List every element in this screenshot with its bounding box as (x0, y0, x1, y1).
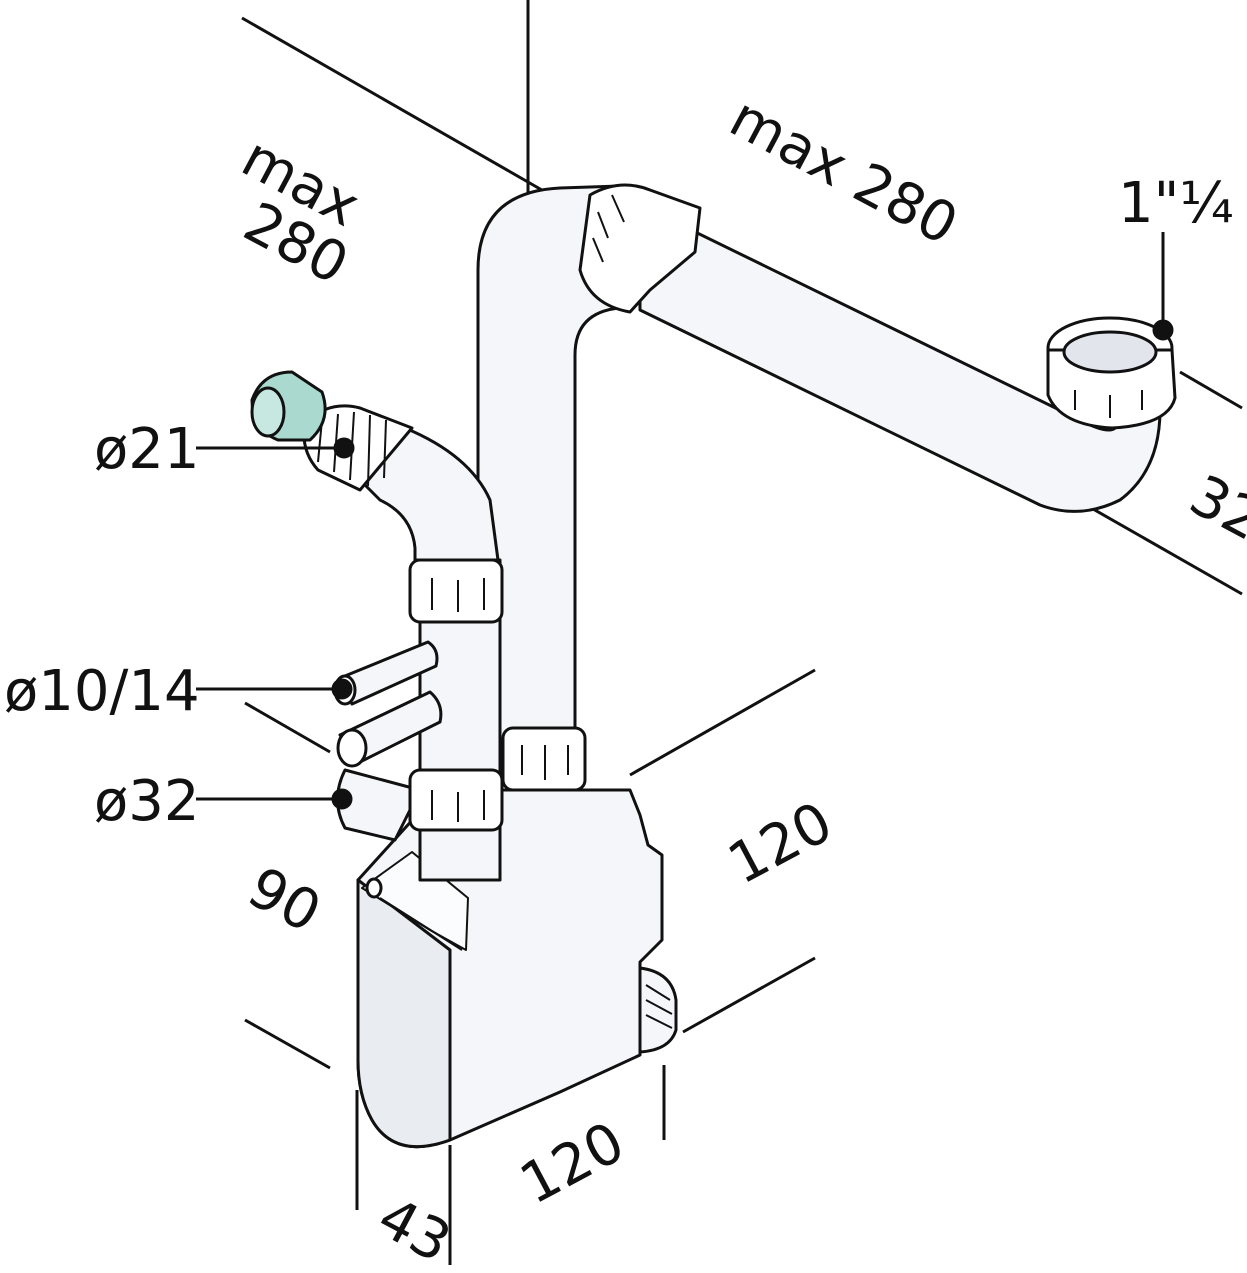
riser-nut-ribs (521, 745, 569, 780)
upper-union-nut (408, 558, 504, 624)
outlet-nut-opening (1062, 330, 1158, 374)
inlet-10-14-spigot-upper (338, 640, 439, 706)
label-width-120: 120 (510, 1110, 635, 1218)
leader-dot-inlet-21 (333, 437, 355, 459)
inlet-21-cap-face (250, 386, 286, 438)
leader-dot-thread (1152, 319, 1174, 341)
label-depth-43: 43 (367, 1185, 460, 1273)
trap-box-groove (379, 897, 463, 951)
label-inlet-32: ø32 (94, 769, 200, 834)
top-nut-ribs (592, 194, 625, 263)
outlet-nut-ribs (1074, 390, 1143, 418)
label-inlet-21: ø21 (94, 417, 200, 482)
lower-nut-ribs (431, 790, 485, 822)
leader-lines (196, 319, 1174, 810)
trap-box-front-face (356, 878, 452, 1149)
dim-line-outlet-tick (1179, 370, 1243, 410)
outlet-nut-body (1046, 348, 1177, 430)
dim-line-depth-90-lower (244, 1018, 331, 1070)
rear-inlet-bump (336, 768, 422, 842)
side-outlet-ribs (645, 984, 673, 1029)
label-thread-size: 1"¼ (1118, 171, 1234, 236)
siphon-body (250, 183, 1177, 1149)
leader-dot-inlet-32 (331, 788, 353, 810)
main-riser-pipe (476, 184, 622, 792)
dim-line-height-top (629, 668, 816, 777)
leader-dot-inlet-10-14 (331, 678, 353, 700)
upper-nut-ribs (431, 578, 485, 612)
label-top-right-max-280: max 280 (719, 85, 967, 258)
label-height-120: 120 (718, 790, 843, 898)
label-depth-90: 90 (237, 855, 330, 946)
top-union-nut (578, 183, 702, 314)
horizontal-arm-pipe (638, 203, 1162, 513)
dim-line-depth-90-upper (244, 701, 331, 754)
dim-line-height-bottom (682, 956, 816, 1034)
dim-line-top-diagonal (241, 16, 569, 207)
mounting-hole (365, 877, 383, 899)
label-outlet-32: 32 (1179, 463, 1247, 554)
side-outlet-stub (638, 966, 678, 1054)
label-inlet-10-14: ø10/14 (4, 659, 200, 724)
inlet-10-14-spigot-lower-end (336, 728, 368, 768)
lower-union-nut (408, 768, 504, 832)
